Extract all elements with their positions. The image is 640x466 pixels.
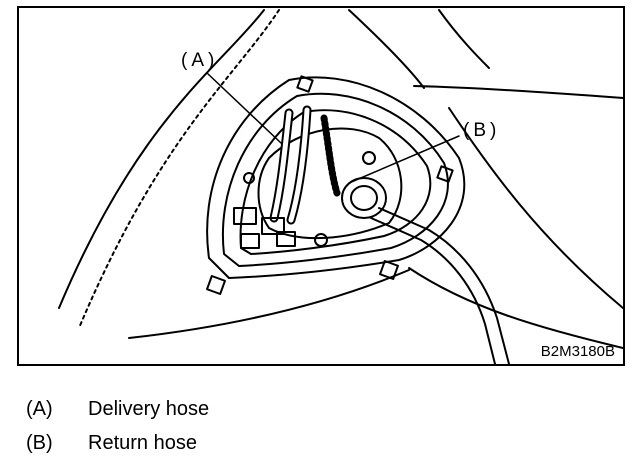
figure-code: B2M3180B bbox=[540, 343, 615, 360]
callout-b: (B) bbox=[463, 120, 501, 141]
leader-line-b bbox=[348, 135, 460, 184]
leader-line-a bbox=[206, 72, 282, 144]
illustration-frame: (A) (B) B2M3180B bbox=[17, 6, 625, 366]
body-panel bbox=[58, 9, 623, 349]
leader-lines bbox=[206, 72, 460, 184]
legend-item: (B) Return hose bbox=[26, 426, 209, 460]
legend-key: (A) bbox=[26, 397, 53, 420]
legend-label: Return hose bbox=[88, 431, 197, 454]
access-hole bbox=[206, 76, 466, 279]
callout-a: (A) bbox=[181, 50, 219, 71]
legend: (A) Delivery hose (B) Return hose bbox=[26, 392, 209, 460]
legend-key: (B) bbox=[26, 431, 53, 454]
legend-item: (A) Delivery hose bbox=[26, 392, 209, 426]
fuel-pump-access-illustration bbox=[58, 9, 623, 364]
flange-bolts bbox=[206, 75, 454, 295]
return-hose bbox=[341, 177, 510, 364]
pump-cover bbox=[233, 105, 403, 249]
legend-label: Delivery hose bbox=[88, 397, 210, 420]
